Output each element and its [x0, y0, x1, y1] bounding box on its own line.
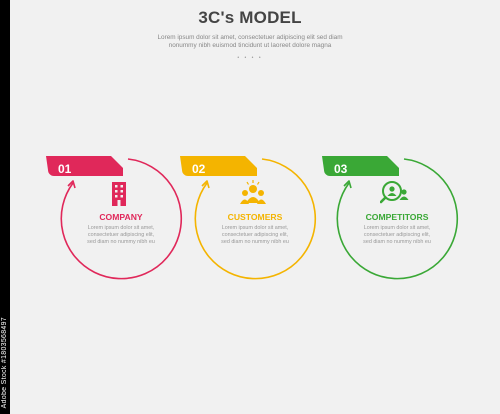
- watermark-id: #1803568497: [1, 316, 8, 363]
- search-people-icon: [380, 181, 409, 204]
- card-company: 01 COMPANY Lorem ipsum dolor sit amet, c…: [46, 155, 196, 315]
- card-competitors: 03 COMPETITORS Lorem ipsum dolor sit ame…: [322, 155, 472, 315]
- decorative-dots: • • • •: [237, 55, 263, 62]
- step-number: 03: [334, 162, 348, 176]
- stock-watermark-strip: Adobe Stock #1803568497: [0, 0, 10, 414]
- building-icon: [112, 182, 126, 206]
- item-label: CUSTOMERS: [227, 212, 283, 222]
- step-number: 01: [58, 162, 72, 176]
- item-description: Lorem ipsum dolor sit amet, consectetuer…: [221, 225, 289, 246]
- circle-arrow-ring: [46, 156, 183, 280]
- watermark-text: Adobe Stock #1803568497: [1, 317, 8, 408]
- page-title: 3C's MODEL: [198, 8, 302, 27]
- customers-group-icon: [240, 180, 266, 204]
- step-number: 02: [192, 162, 206, 176]
- header: 3C's MODEL Lorem ipsum dolor sit amet, c…: [0, 8, 500, 61]
- item-label: COMPETITORS: [365, 212, 429, 222]
- page-subtitle: Lorem ipsum dolor sit amet, consectetuer…: [157, 34, 343, 50]
- card-customers: 02 CUSTOMERS Lorem ipsum dolor sit amet,…: [180, 155, 330, 315]
- circle-arrow-ring: [180, 156, 317, 280]
- item-label: COMPANY: [99, 212, 143, 222]
- circle-arrow-ring: [322, 156, 459, 280]
- item-description: Lorem ipsum dolor sit amet, consectetuer…: [363, 225, 431, 246]
- watermark-brand: Adobe Stock: [1, 365, 8, 408]
- item-description: Lorem ipsum dolor sit amet, consectetuer…: [87, 225, 155, 246]
